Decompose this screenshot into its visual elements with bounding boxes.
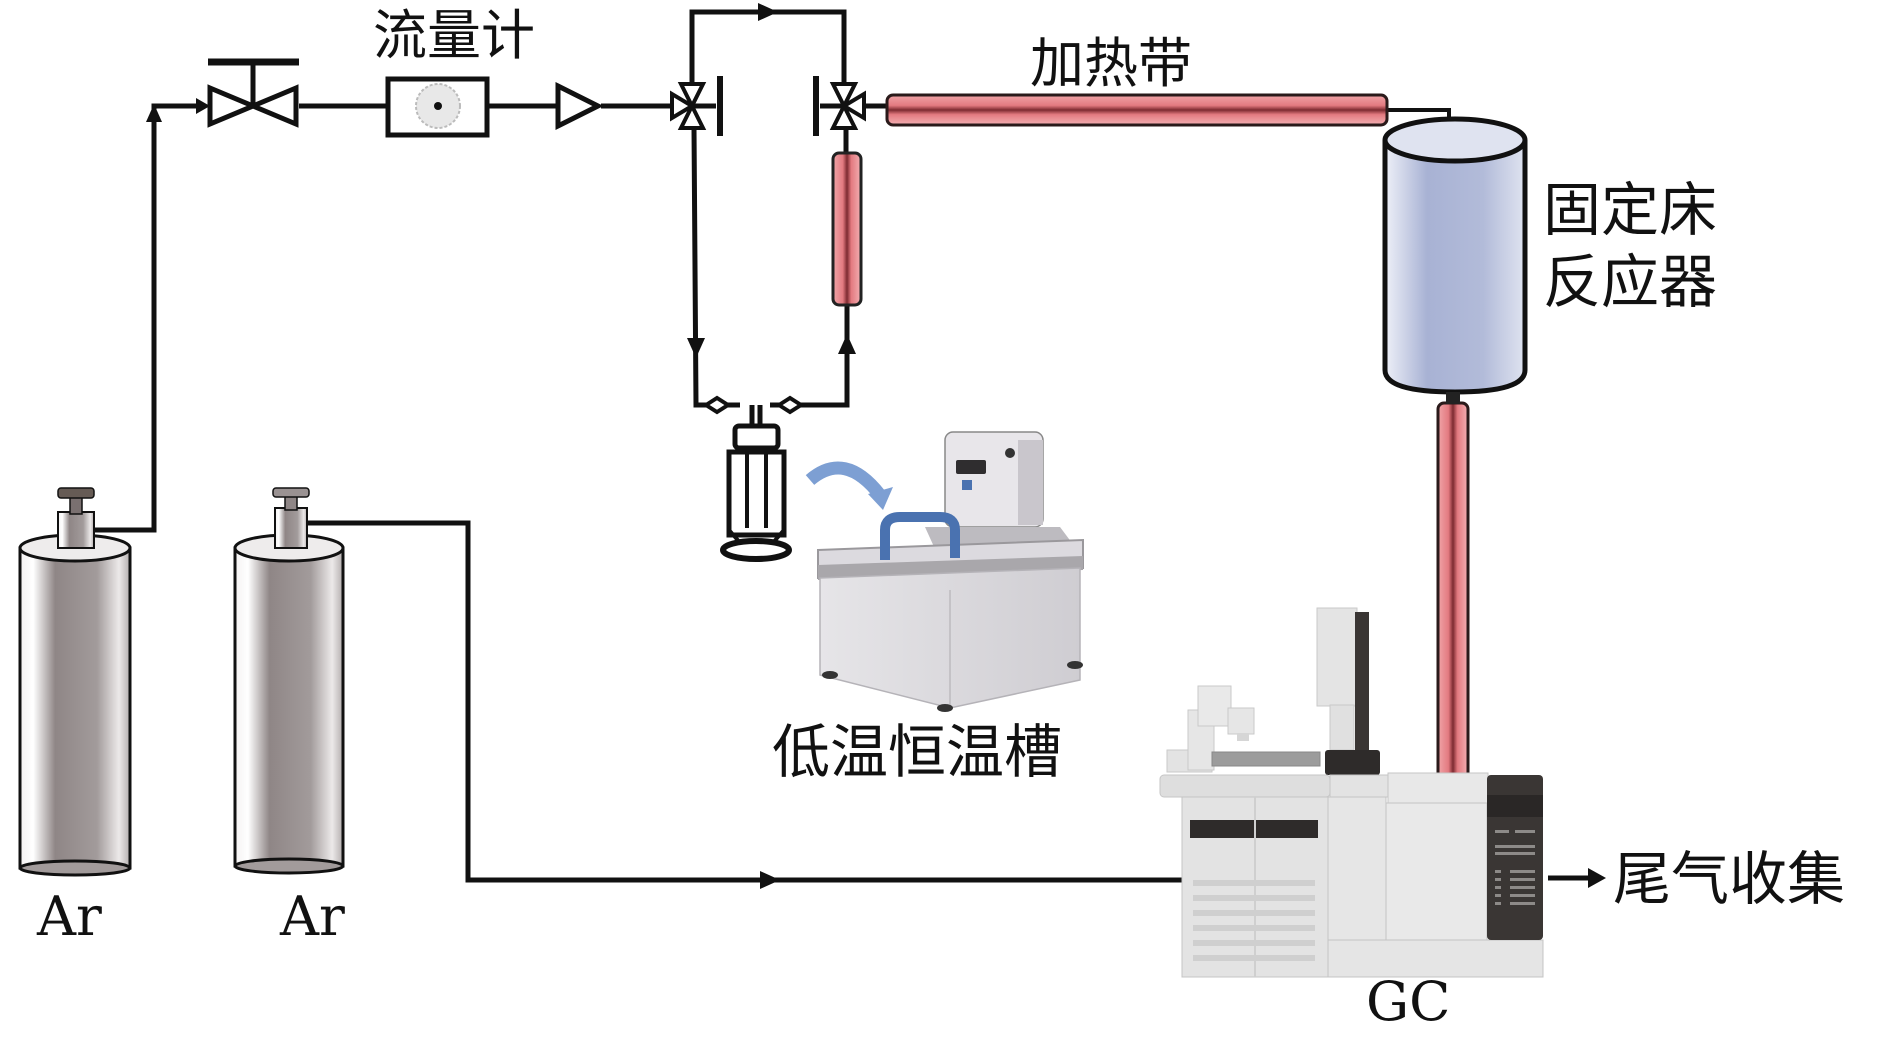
arrow-down-icon bbox=[687, 338, 705, 358]
preheat-tube bbox=[831, 151, 863, 307]
gas-cylinder-1 bbox=[18, 487, 132, 877]
control-buttons bbox=[962, 480, 972, 490]
pipe-from-bubbler bbox=[770, 305, 850, 408]
temperature-display bbox=[956, 460, 986, 474]
gate-valve-icon bbox=[246, 84, 299, 128]
cylinder-2-label: Ar bbox=[279, 885, 345, 948]
check-valve-icon bbox=[555, 81, 604, 131]
three-way-valve-outlet[interactable] bbox=[813, 76, 888, 136]
gc-keypad bbox=[1495, 830, 1535, 905]
arrow-right-icon bbox=[196, 98, 210, 114]
gc-label: GC bbox=[1366, 970, 1450, 1033]
bath-handle bbox=[880, 512, 960, 560]
fixed-bed-reactor bbox=[1382, 116, 1528, 395]
three-way-valve-inlet[interactable] bbox=[670, 76, 723, 136]
arrow-right-icon bbox=[1588, 868, 1606, 888]
injector-base bbox=[1325, 750, 1380, 775]
cylinder-1-label: Ar bbox=[36, 885, 102, 948]
exhaust-label: 尾气收集 bbox=[1613, 845, 1845, 913]
gas-cylinder-2 bbox=[233, 487, 345, 875]
pipe-cylinder2-to-gc bbox=[305, 520, 1184, 883]
pipe-joint bbox=[1446, 392, 1460, 404]
arrow-up-icon bbox=[146, 104, 162, 122]
arrow-up-icon bbox=[838, 334, 856, 354]
flow-meter-label: 流量计 bbox=[373, 4, 535, 67]
piping bbox=[95, 3, 1606, 889]
cold-bath bbox=[817, 431, 1084, 712]
cylinder-valve-knob[interactable] bbox=[57, 487, 95, 499]
arrow-right-icon bbox=[758, 3, 778, 21]
power-knob-icon bbox=[1005, 448, 1015, 458]
controller-side bbox=[1018, 440, 1043, 525]
gate-valve[interactable] bbox=[207, 58, 299, 128]
heating-band-label: 加热带 bbox=[1030, 32, 1192, 95]
arrow-right-icon bbox=[760, 871, 780, 889]
needle-valve-icon bbox=[775, 395, 805, 415]
heating-band bbox=[885, 93, 1389, 127]
needle-valve-icon bbox=[702, 395, 732, 415]
gas-chromatograph bbox=[1159, 607, 1544, 978]
gate-valve-icon bbox=[207, 84, 260, 128]
pipe-cylinder1-to-main bbox=[95, 103, 200, 533]
reactor-label-line1: 固定床 bbox=[1543, 176, 1717, 244]
bubbler bbox=[720, 423, 792, 562]
reactor-label-line2: 反应器 bbox=[1543, 248, 1717, 316]
transfer-arrow-icon bbox=[805, 461, 893, 510]
flow-meter bbox=[385, 76, 490, 138]
gauge-center bbox=[434, 102, 442, 110]
cold-bath-label: 低温恒温槽 bbox=[772, 718, 1062, 786]
cylinder-valve-knob[interactable] bbox=[272, 487, 310, 498]
pipe-to-bubbler bbox=[691, 127, 740, 408]
heated-pipe-reactor-to-gc bbox=[1436, 401, 1470, 783]
sample-tray bbox=[1211, 751, 1321, 767]
pipe-bypass bbox=[689, 9, 847, 84]
